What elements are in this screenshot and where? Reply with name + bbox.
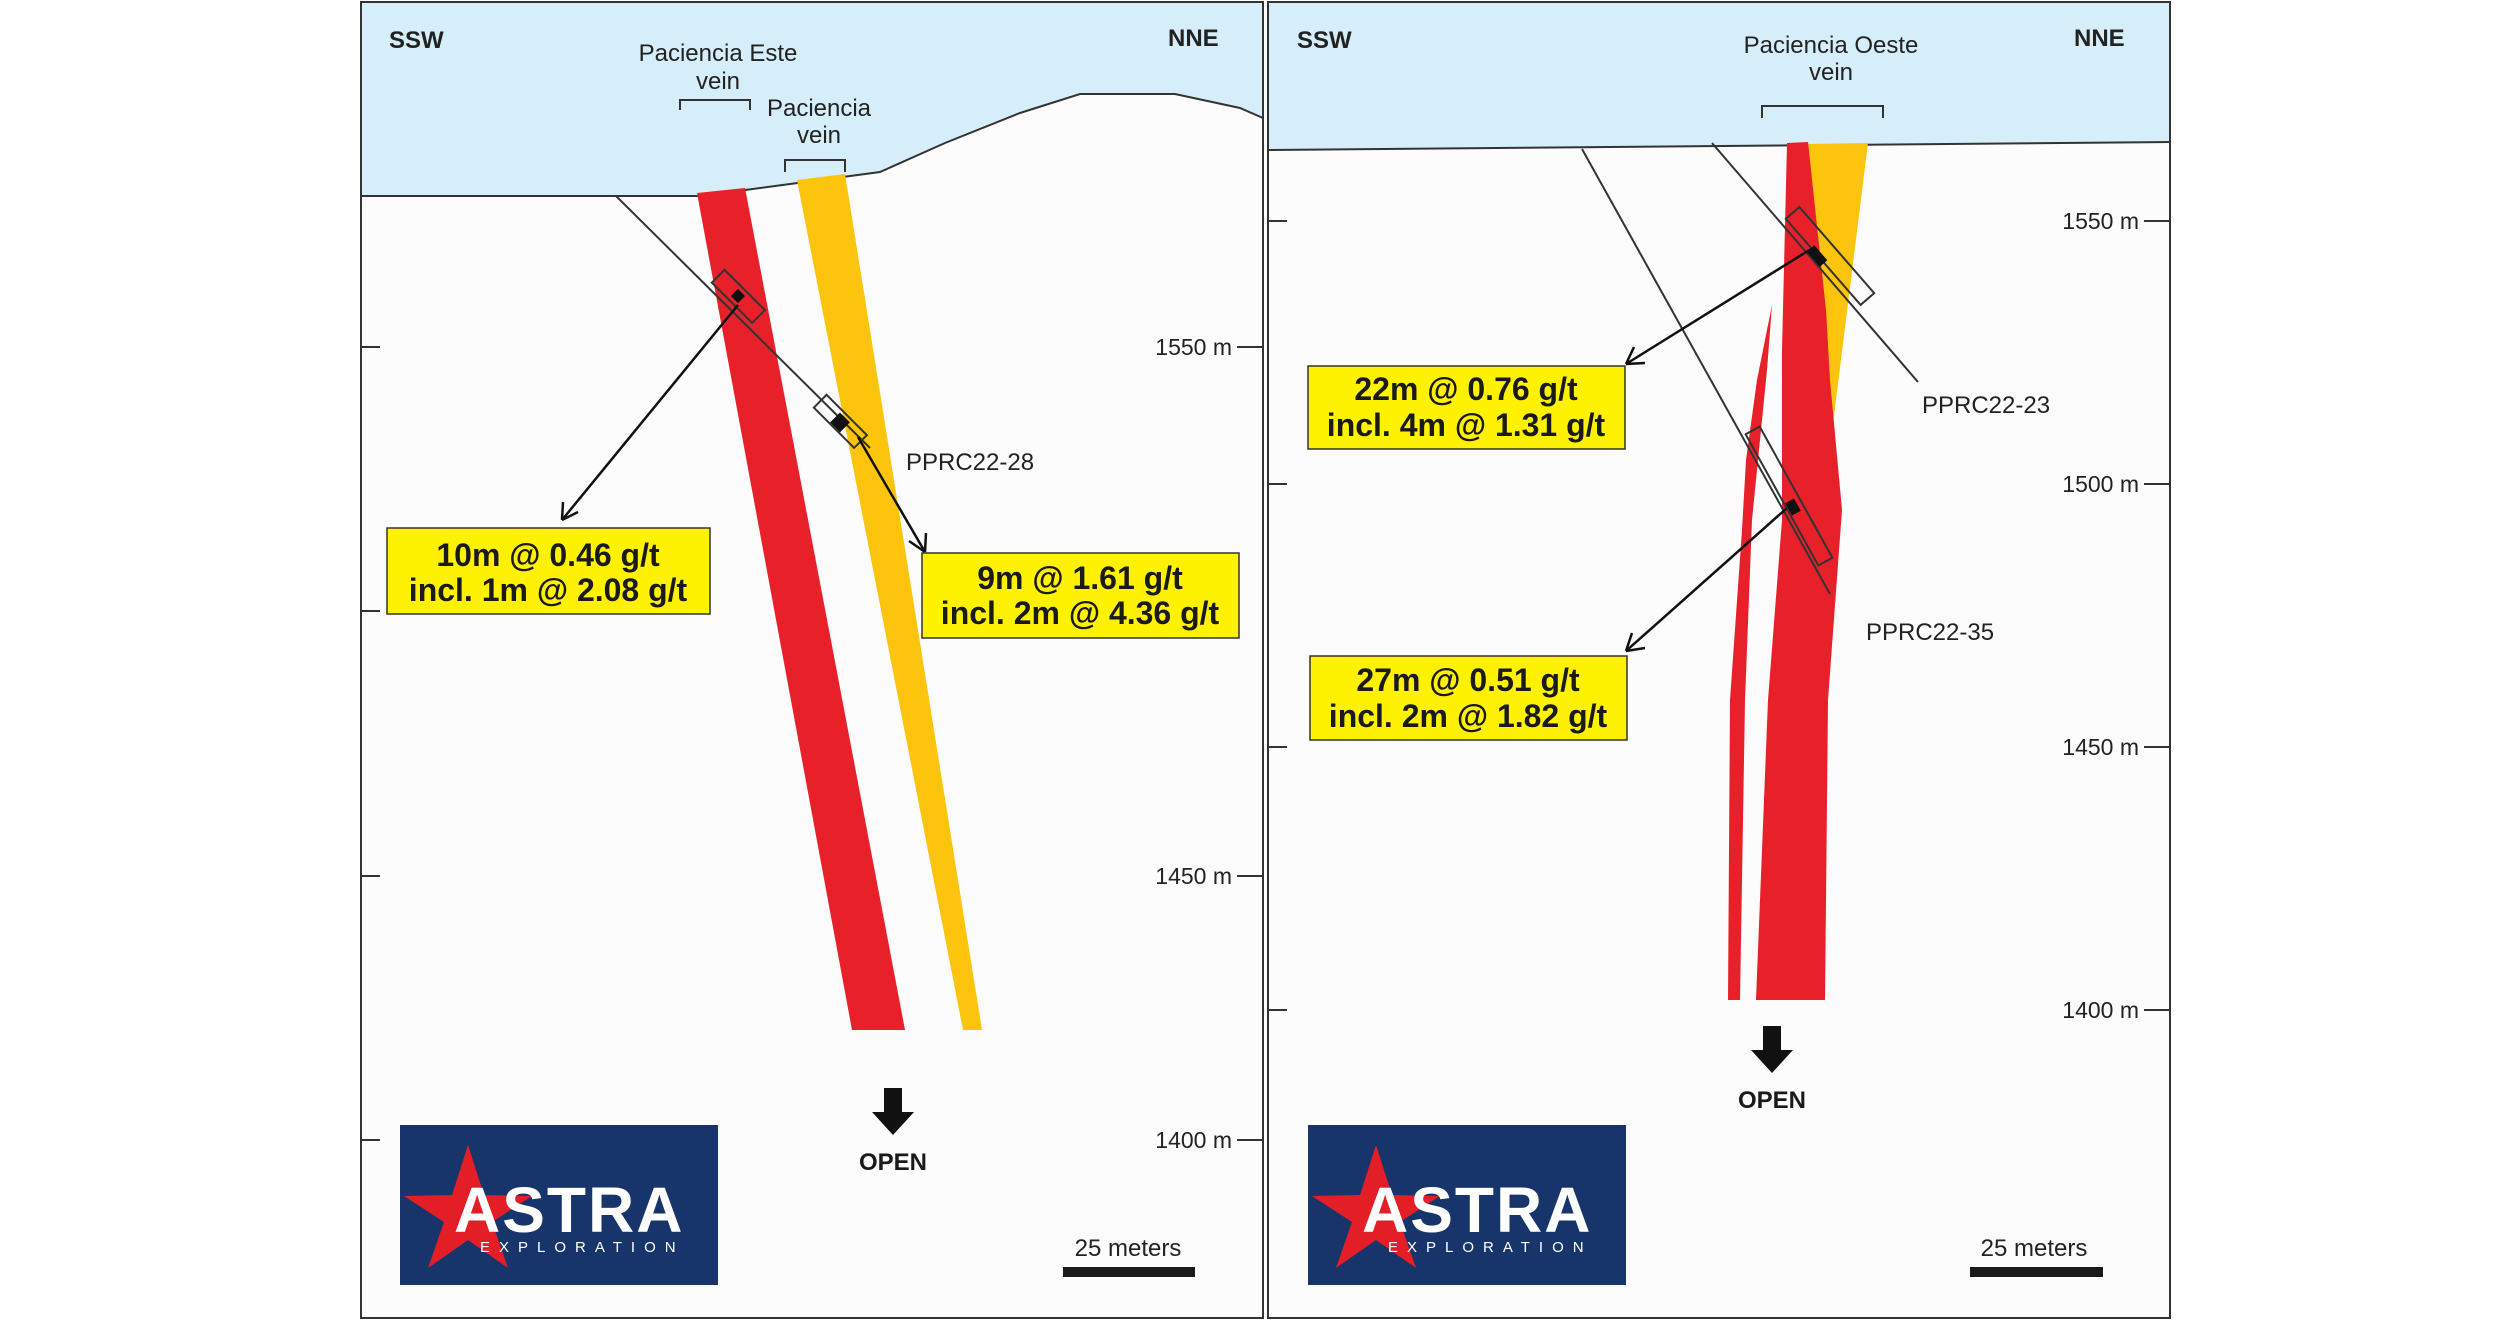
left-astra-logo: ASTRA EXPLORATION (400, 1125, 718, 1285)
right-astra-logo: ASTRA EXPLORATION (1308, 1125, 1626, 1285)
callout-arrowhead-1 (560, 501, 579, 522)
sample-box-4-highgrade (1785, 498, 1801, 516)
callout-arrowhead-4 (1624, 632, 1646, 653)
right-elevation-1550: 1550 m (2062, 208, 2139, 234)
right-scale-bar (1970, 1267, 2103, 1277)
callout-arrowhead-3 (1624, 346, 1646, 366)
right-elevation-1500: 1500 m (2062, 471, 2139, 497)
svg-text:EXPLORATION: EXPLORATION (1388, 1239, 1593, 1256)
callout-arrow-4 (1625, 507, 1788, 652)
right-sky (1268, 2, 2170, 150)
left-scale-bar (1063, 1267, 1195, 1277)
sample-box-4 (1744, 425, 1834, 567)
callout-arrow-2 (856, 436, 927, 553)
hole-label-pprc22-28: PPRC22-28 (906, 449, 1034, 476)
svg-text:incl. 4m @ 1.31 g/t: incl. 4m @ 1.31 g/t (1327, 407, 1606, 443)
sample-box-1 (710, 268, 767, 325)
right-elevation-1400: 1400 m (2062, 997, 2139, 1023)
left-sky (361, 2, 1263, 196)
hole-label-pprc22-35: PPRC22-35 (1866, 619, 1994, 646)
svg-text:10m @ 0.46 g/t: 10m @ 0.46 g/t (436, 537, 660, 573)
este-vein-bracket (679, 99, 751, 110)
left-topography-line (361, 93, 1264, 197)
oeste-vein-label-1: Paciencia Oeste (1744, 32, 1919, 59)
left-section-panel: SSW NNE Paciencia Este vein Paciencia ve… (360, 1, 1264, 1322)
left-panel-border (360, 1, 1264, 1319)
svg-text:22m @ 0.76 g/t: 22m @ 0.76 g/t (1354, 371, 1578, 407)
hole-label-pprc22-23: PPRC22-23 (1922, 392, 2050, 419)
callout-arrowhead-2 (908, 532, 928, 554)
oeste-vein-bracket (1761, 105, 1884, 118)
left-elevation-1450: 1450 m (1155, 863, 1232, 889)
right-topography-line (1267, 141, 2171, 151)
este-vein-label-2: vein (696, 68, 740, 95)
sample-box-3-highgrade (1806, 245, 1828, 267)
left-elevation-1400: 1400 m (1155, 1127, 1232, 1153)
svg-text:9m @ 1.61 g/t: 9m @ 1.61 g/t (977, 560, 1183, 596)
right-open-label: OPEN (1738, 1087, 1806, 1114)
right-logo-star-icon (1312, 1145, 1440, 1268)
callout-arrow-1 (561, 304, 739, 521)
left-direction-nne: NNE (1168, 25, 1219, 52)
left-open-arrow-icon (872, 1088, 914, 1135)
right-elevation-1450: 1450 m (2062, 734, 2139, 760)
svg-text:incl. 1m @ 2.08 g/t: incl. 1m @ 2.08 g/t (409, 572, 688, 608)
callout-arrow-3 (1625, 247, 1812, 366)
svg-text:EXPLORATION: EXPLORATION (480, 1239, 685, 1256)
right-scale-label: 25 meters (1981, 1235, 2088, 1262)
svg-text:ASTRA: ASTRA (454, 1174, 684, 1246)
oeste-vein-label-2: vein (1809, 59, 1853, 86)
right-panel-border (1267, 1, 2171, 1319)
este-vein-label-1: Paciencia Este (639, 40, 798, 67)
right-section-panel: SSW NNE Paciencia Oeste vein PPRC22-23 P… (1267, 1, 2171, 1322)
right-direction-ssw: SSW (1297, 27, 1352, 54)
drill-trace-pprc22-28 (615, 195, 871, 449)
left-direction-ssw: SSW (389, 27, 444, 54)
svg-text:incl. 2m @ 1.82 g/t: incl. 2m @ 1.82 g/t (1329, 698, 1608, 734)
svg-text:incl. 2m @ 4.36 g/t: incl. 2m @ 4.36 g/t (941, 595, 1220, 631)
left-elevation-ticks (361, 346, 1263, 1141)
left-elevation-1550: 1550 m (1155, 334, 1232, 360)
right-elevation-ticks (1268, 220, 2170, 1011)
paciencia-este-vein-body (697, 188, 905, 1030)
paciencia-vein-bracket (784, 159, 846, 172)
right-open-arrow-icon (1751, 1026, 1793, 1073)
svg-text:ASTRA: ASTRA (1362, 1174, 1592, 1246)
paciencia-vein-label-2: vein (797, 122, 841, 149)
intercept-box-3: 22m @ 0.76 g/t incl. 4m @ 1.31 g/t (1307, 365, 1626, 450)
right-direction-nne: NNE (2074, 25, 2125, 52)
intercept-box-1: 10m @ 0.46 g/t incl. 1m @ 2.08 g/t (386, 527, 711, 615)
left-logo-star-icon (404, 1145, 532, 1268)
drill-trace-pprc22-35 (1581, 148, 1831, 595)
sample-box-1-highgrade (730, 288, 746, 304)
left-scale-label: 25 meters (1075, 1235, 1182, 1262)
paciencia-oeste-vein-splay-red (1728, 305, 1772, 1000)
left-open-label: OPEN (859, 1149, 927, 1176)
paciencia-oeste-vein-main-red (1756, 142, 1842, 1000)
paciencia-vein-label-1: Paciencia (767, 95, 872, 122)
intercept-box-4: 27m @ 0.51 g/t incl. 2m @ 1.82 g/t (1309, 655, 1628, 741)
sample-box-2-highgrade (830, 412, 850, 433)
paciencia-vein-body (797, 174, 982, 1030)
intercept-box-2: 9m @ 1.61 g/t incl. 2m @ 4.36 g/t (921, 552, 1240, 639)
drill-trace-pprc22-23 (1711, 142, 1919, 383)
svg-text:27m @ 0.51 g/t: 27m @ 0.51 g/t (1356, 662, 1580, 698)
